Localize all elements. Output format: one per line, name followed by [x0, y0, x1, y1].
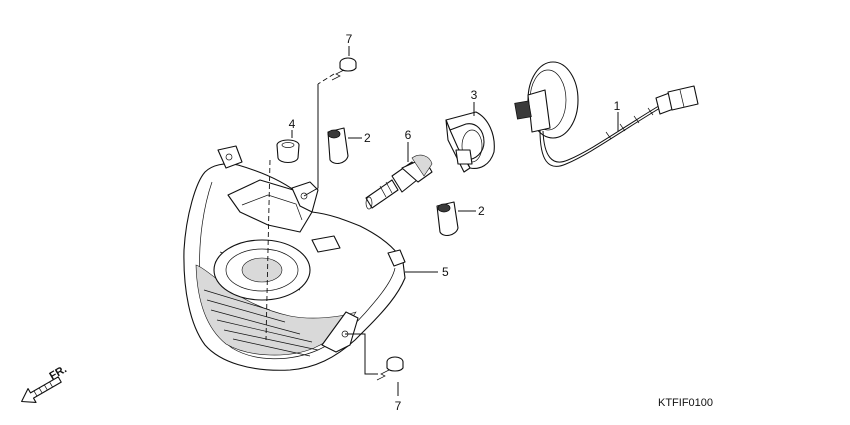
headlight-unit	[183, 145, 406, 371]
bulb-retainer	[445, 111, 495, 173]
callout-screw-lower: 7	[395, 399, 402, 413]
callout-screw-upper: 7	[346, 32, 353, 46]
callout-headlight-bulb: 6	[405, 128, 412, 142]
leader-screw-lower-path	[345, 333, 378, 375]
rubber-grommet	[276, 139, 300, 164]
socket-lower	[436, 201, 459, 237]
callout-socket-upper: 2	[364, 131, 371, 145]
callout-headlight-unit: 5	[442, 265, 449, 279]
callout-socket-lower: 2	[478, 204, 485, 218]
assembly-line-grommet	[265, 159, 271, 341]
leader-screw-upper-path	[303, 84, 319, 197]
assembly-line-screw-upper	[317, 73, 335, 85]
screw-lower	[376, 356, 404, 381]
headlight-bulb	[365, 154, 433, 210]
wire-harness	[514, 61, 699, 167]
callout-wire-harness: 1	[614, 99, 621, 113]
front-direction-label: FR.	[48, 363, 69, 382]
callout-rubber-grommet: 4	[289, 117, 296, 131]
diagram-code: KTFIF0100	[658, 397, 713, 409]
screw-upper	[331, 57, 357, 81]
socket-upper	[327, 127, 349, 165]
front-direction-arrow	[21, 376, 62, 403]
callout-bulb-retainer: 3	[471, 88, 478, 102]
